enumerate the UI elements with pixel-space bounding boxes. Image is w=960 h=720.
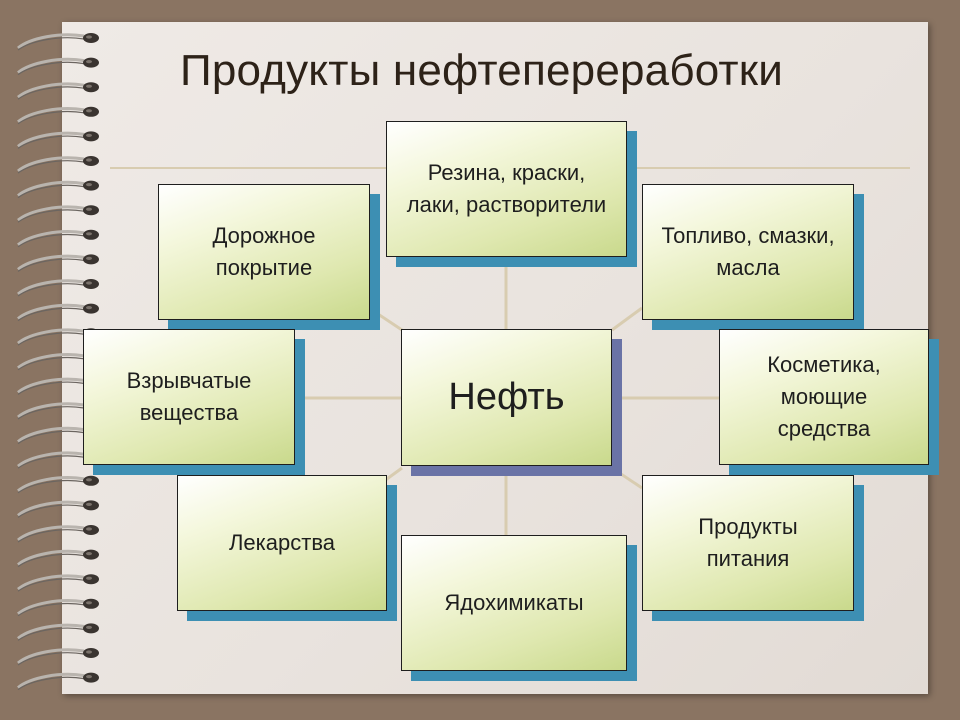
page-title: Продукты нефтепереработки: [180, 46, 784, 95]
spiral-ring: [17, 205, 99, 223]
spiral-ring: [17, 106, 99, 125]
spiral-ring: [17, 33, 99, 51]
product-node-road-surface: Дорожное покрытие: [158, 184, 370, 320]
spiral-ring: [17, 648, 99, 666]
product-label: Дорожное покрытие: [212, 223, 316, 280]
connector-top-right: [611, 306, 643, 332]
spiral-ring: [17, 156, 99, 174]
center-node-oil: Нефть: [401, 329, 612, 466]
spiral-ring: [17, 131, 99, 149]
spiral-ring: [17, 279, 99, 297]
product-label: Резина, краски, лаки, растворители: [406, 160, 607, 217]
connector-bottom-right: [611, 466, 643, 490]
product-node-fuel-lubricants: Топливо, смазки, масла: [642, 184, 854, 320]
center-label: Нефть: [448, 375, 565, 418]
product-node-food-products: Продукты питания: [642, 475, 854, 611]
product-node-cosmetics: Косметика, моющие средства: [719, 329, 929, 465]
product-label: Топливо, смазки, масла: [661, 223, 835, 280]
spiral-ring: [17, 525, 99, 543]
product-label: Ядохимикаты: [444, 590, 584, 616]
spiral-ring: [17, 82, 99, 100]
spiral-ring: [17, 57, 99, 76]
spiral-ring: [17, 500, 99, 518]
product-node-medicines: Лекарства: [177, 475, 387, 611]
product-label: Косметика, моющие средства: [767, 352, 881, 441]
product-node-pesticides: Ядохимикаты: [401, 535, 627, 671]
spiral-ring: [17, 549, 99, 568]
connector-top-left: [371, 308, 403, 332]
spiral-ring: [17, 180, 99, 199]
spiral-ring: [17, 475, 99, 494]
spiral-ring: [17, 623, 99, 641]
product-label: Лекарства: [228, 530, 335, 556]
product-label: Продукты питания: [698, 514, 798, 571]
spiral-ring: [17, 672, 99, 691]
spiral-ring: [17, 598, 99, 617]
spiral-ring: [17, 254, 99, 272]
spiral-ring: [17, 574, 99, 592]
product-label: Взрывчатые вещества: [126, 368, 252, 425]
spiral-ring: [17, 229, 99, 248]
product-node-explosives: Взрывчатые вещества: [83, 329, 295, 465]
spiral-ring: [17, 303, 99, 322]
product-node-rubber-paints: Резина, краски, лаки, растворители: [386, 121, 627, 257]
